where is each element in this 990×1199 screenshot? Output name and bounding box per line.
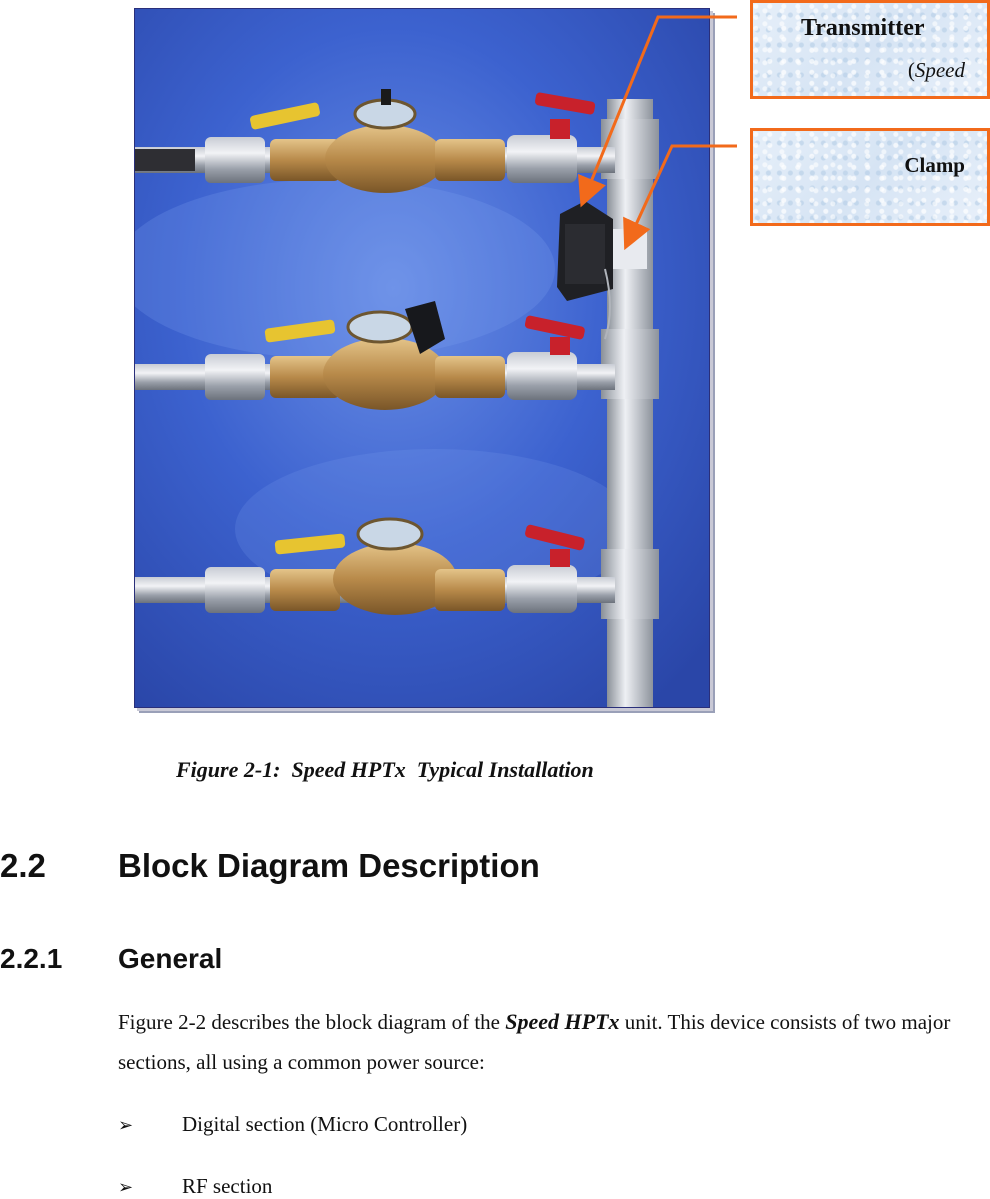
water-meter-installation-illustration	[135, 9, 709, 707]
subsection-title: General	[118, 943, 223, 974]
paragraph-text-before: Figure 2-2 describes the block diagram o…	[118, 1010, 506, 1034]
clamp-callout: Clamp	[750, 128, 990, 226]
bullet-item-digital-section: ➢ Digital section (Micro Controller)	[118, 1112, 467, 1137]
transmitter-callout-subtitle: (Speed	[907, 58, 965, 82]
transmitter-callout-title: Transmitter	[801, 15, 925, 41]
clamp-arrow	[623, 144, 737, 251]
arrow-bullet-icon: ➢	[118, 1177, 134, 1198]
subsection-number: 2.2.1	[0, 943, 63, 974]
section-number: 2.2	[0, 847, 46, 884]
subsection-heading: 2.2.1 General	[0, 943, 222, 975]
figure-caption: Figure 2-1: Speed HPTx Typical Installat…	[176, 757, 594, 782]
transmitter-arrow	[578, 15, 737, 208]
transmitter-device	[557, 201, 613, 340]
bullet-item-rf-section: ➢ RF section	[118, 1174, 272, 1199]
clamp-callout-label: Clamp	[904, 153, 965, 177]
section-heading: 2.2 Block Diagram Description	[0, 847, 540, 885]
bullet-text: Digital section (Micro Controller)	[182, 1112, 468, 1136]
transmitter-callout-product: Speed	[914, 58, 965, 82]
product-name: Speed HPTx	[505, 1009, 620, 1034]
paragraph-text-after: unit. This device consists of two major …	[118, 1010, 951, 1074]
transmitter-callout: Transmitter (Speed	[750, 0, 990, 99]
arrow-bullet-icon: ➢	[118, 1115, 134, 1136]
bullet-text: RF section	[182, 1174, 273, 1198]
section-title: Block Diagram Description	[118, 847, 540, 884]
body-paragraph: Figure 2-2 describes the block diagram o…	[118, 1002, 988, 1082]
installation-photo	[134, 8, 710, 708]
